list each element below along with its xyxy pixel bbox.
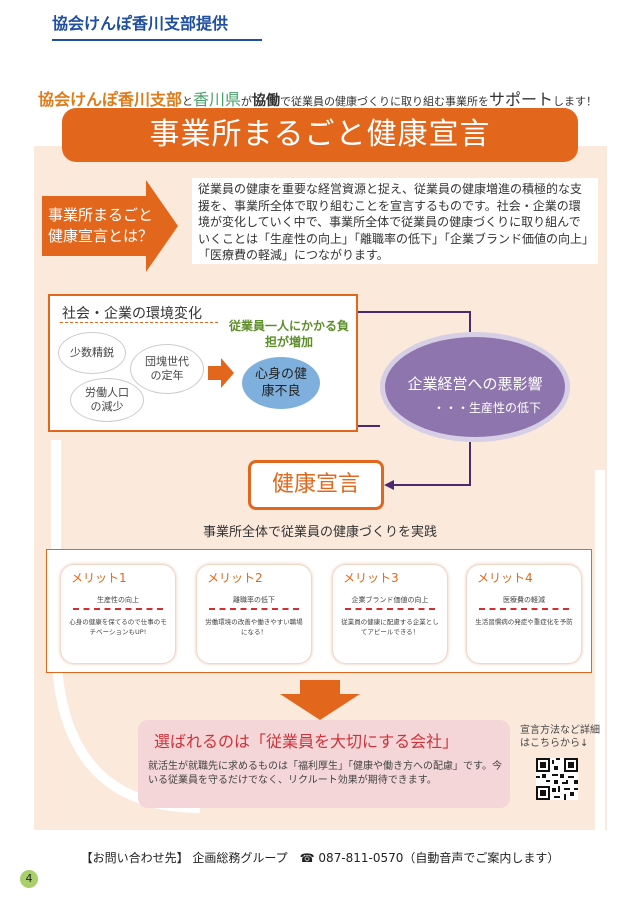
intro-line: 協会けんぽ香川支部と香川県が協働で従業員の健康づくりに取り組む事業所をサポートし…: [38, 86, 597, 110]
small-arrow-icon: [208, 358, 234, 388]
merit-desc: 生活習慣病の発症や重症化を予防: [475, 618, 573, 626]
merit-card-1: メリット1 生産性の向上 心身の健康を保てるので仕事のモチベーションもUP!: [60, 564, 176, 664]
merit-card-4: メリット4 医療費の軽減 生活習慣病の発症や重症化を予防: [466, 564, 582, 664]
intro-p3: で従業員の健康づくりに取り組む事業所を: [280, 95, 490, 108]
merit-title: メリット3: [343, 571, 399, 585]
merit-subtitle: 医療費の軽減: [503, 596, 545, 604]
definition-arrow: [42, 180, 178, 272]
merit-desc: 従業員の健康に配慮する企業としてアピールできる！: [341, 618, 439, 636]
impact-title: 企業経営への悪影響: [407, 375, 543, 393]
merit-title: メリット1: [71, 571, 127, 585]
qr-caption: 宣言方法など詳細はこちらから↓: [520, 725, 600, 749]
declaration-subtitle: 事業所全体で従業員の健康づくりを実践: [202, 525, 437, 540]
definition-label: 事業所まるごと健康宣言とは？: [48, 206, 154, 245]
chosen-description: 就活生が就職先に求めるものは「福利厚生」「健康や働き方への配慮」です。今いる従業…: [148, 761, 502, 786]
merit-card-2: メリット2 離職率の低下 労働環境の改善や働きやすい職場になる！: [196, 564, 312, 664]
merit-title: メリット2: [207, 571, 263, 585]
merit-divider: [479, 608, 569, 610]
merit-title: メリット4: [477, 571, 533, 585]
intro-org1: 協会けんぽ香川支部: [38, 90, 183, 109]
impact-ellipse: 企業経営への悪影響 ・・・生産性の低下: [380, 332, 570, 442]
merit-subtitle: 企業ブランド価値の向上: [351, 596, 429, 604]
chosen-title: 選ばれるのは「従業員を大切にする会社」: [154, 732, 459, 751]
environment-divider: [60, 322, 218, 323]
factor-cloud-2: 団塊世代の定年: [130, 344, 204, 394]
chosen-box: [138, 720, 510, 808]
contact-line: 【お問い合わせ先】 企画総務グループ ☎ 087-811-0570（自動音声でご…: [80, 851, 560, 865]
intro-coop: 協働: [252, 93, 281, 109]
intro-p4: します！: [553, 95, 598, 108]
factor-cloud-3: 労働人口の減少: [70, 378, 144, 422]
burden-text: 従業員一人にかかる負担が増加: [228, 319, 349, 349]
main-banner: 事業所まるごと健康宣言: [62, 108, 578, 162]
declaration-box: 健康宣言: [248, 460, 384, 510]
merit-subtitle: 生産性の向上: [97, 596, 139, 604]
definition-text: 従業員の健康を重要な経営資源と捉え、従業員の健康増進の積極的な支援を、事業所全体…: [192, 178, 598, 264]
intro-org2: 香川県: [193, 90, 242, 109]
merit-card-3: メリット3 企業ブランド価値の向上 従業員の健康に配慮する企業としてアピールでき…: [332, 564, 448, 664]
merit-divider: [73, 608, 163, 610]
health-issue-text: 心身の健康不良: [254, 367, 307, 399]
merit-divider: [345, 608, 435, 610]
merit-desc: 心身の健康を保てるので仕事のモチベーションもUP!: [69, 618, 167, 636]
factor-cloud-1: 少数精鋭: [58, 332, 126, 374]
merit-desc: 労働環境の改善や働きやすい職場になる！: [205, 618, 303, 636]
health-issue-circle: 心身の健康不良: [242, 357, 320, 409]
merit-subtitle: 離職率の低下: [233, 596, 275, 604]
qr-code-icon[interactable]: [536, 758, 578, 800]
provider-heading: 協会けんぽ香川支部提供: [52, 10, 262, 41]
impact-subtitle: ・・・生産性の低下: [433, 401, 542, 415]
environment-title: 社会・企業の環境変化: [62, 306, 202, 322]
merit-divider: [209, 608, 299, 610]
intro-support: サポート: [489, 90, 554, 109]
intro-p2: が: [241, 95, 253, 108]
down-arrow-icon: [280, 680, 360, 720]
page-number: 4: [20, 870, 38, 888]
intro-p1: と: [182, 95, 194, 108]
